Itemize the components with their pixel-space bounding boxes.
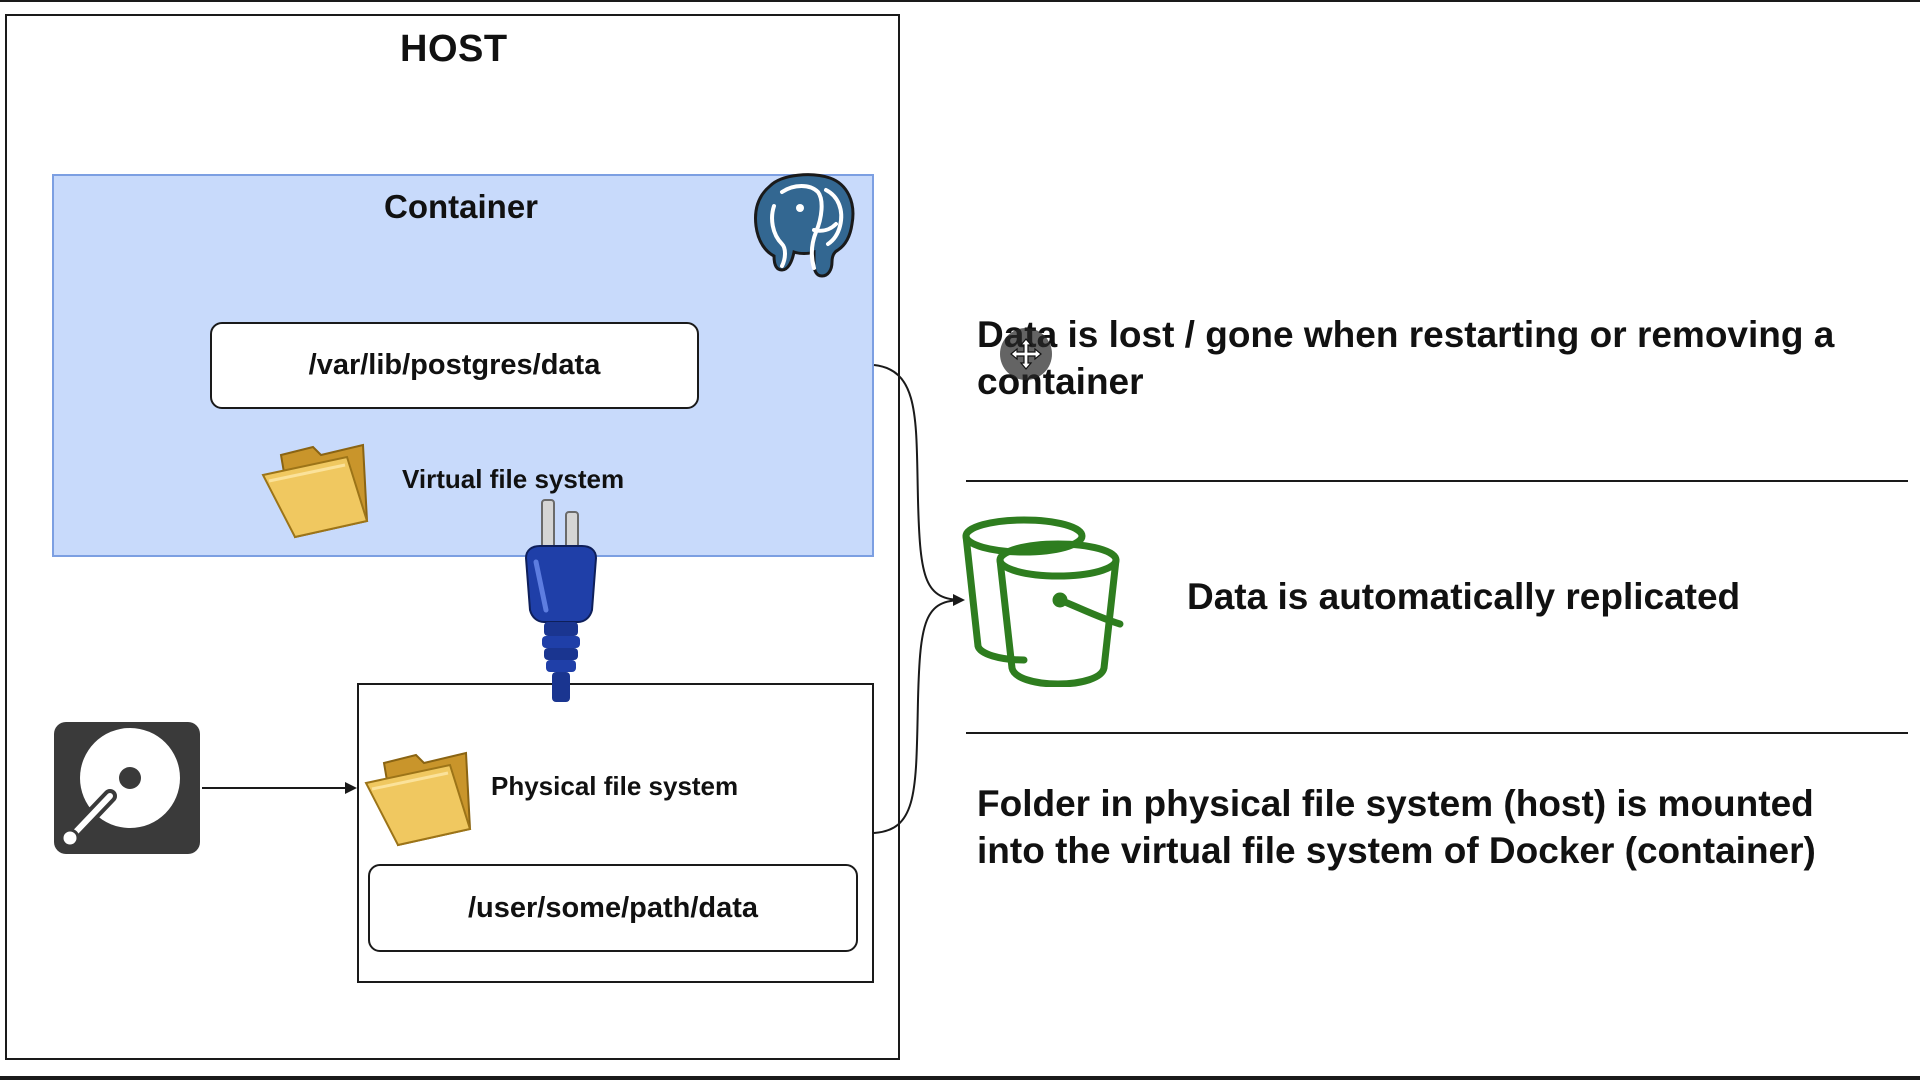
virtual-file-system-label: Virtual file system	[402, 464, 625, 494]
folder-mounted-statement: Folder in physical file system (host) is…	[977, 783, 1816, 871]
data-replicated-statement: Data is automatically replicated	[1187, 576, 1741, 617]
host-data-path-text: /user/some/path/data	[467, 891, 759, 924]
postgresql-elephant-icon	[754, 173, 855, 278]
container-title: Container	[384, 188, 539, 225]
hard-drive-icon	[54, 722, 200, 854]
bottom-frame-line	[0, 1076, 1920, 1080]
host-title: HOST	[400, 28, 508, 70]
host-box	[5, 14, 900, 1060]
container-data-path-text: /var/lib/postgres/data	[308, 349, 601, 381]
section-divider	[966, 480, 1908, 482]
move-cursor-icon	[1000, 328, 1052, 380]
physical-to-bucket-connector	[873, 599, 964, 834]
folder-icon	[261, 443, 369, 539]
physical-file-system-label: Physical file system	[491, 771, 739, 801]
top-frame-line	[0, 0, 1920, 2]
power-plug-icon	[524, 499, 598, 702]
host-data-path: /user/some/path/data	[368, 864, 858, 952]
section-divider	[966, 732, 1908, 734]
folder-icon	[364, 751, 472, 847]
container-data-path: /var/lib/postgres/data	[210, 322, 699, 409]
data-lost-statement: Data is lost / gone when restarting or r…	[977, 314, 1835, 402]
bucket-icon	[962, 516, 1124, 687]
container-to-bucket-connector	[873, 364, 965, 606]
